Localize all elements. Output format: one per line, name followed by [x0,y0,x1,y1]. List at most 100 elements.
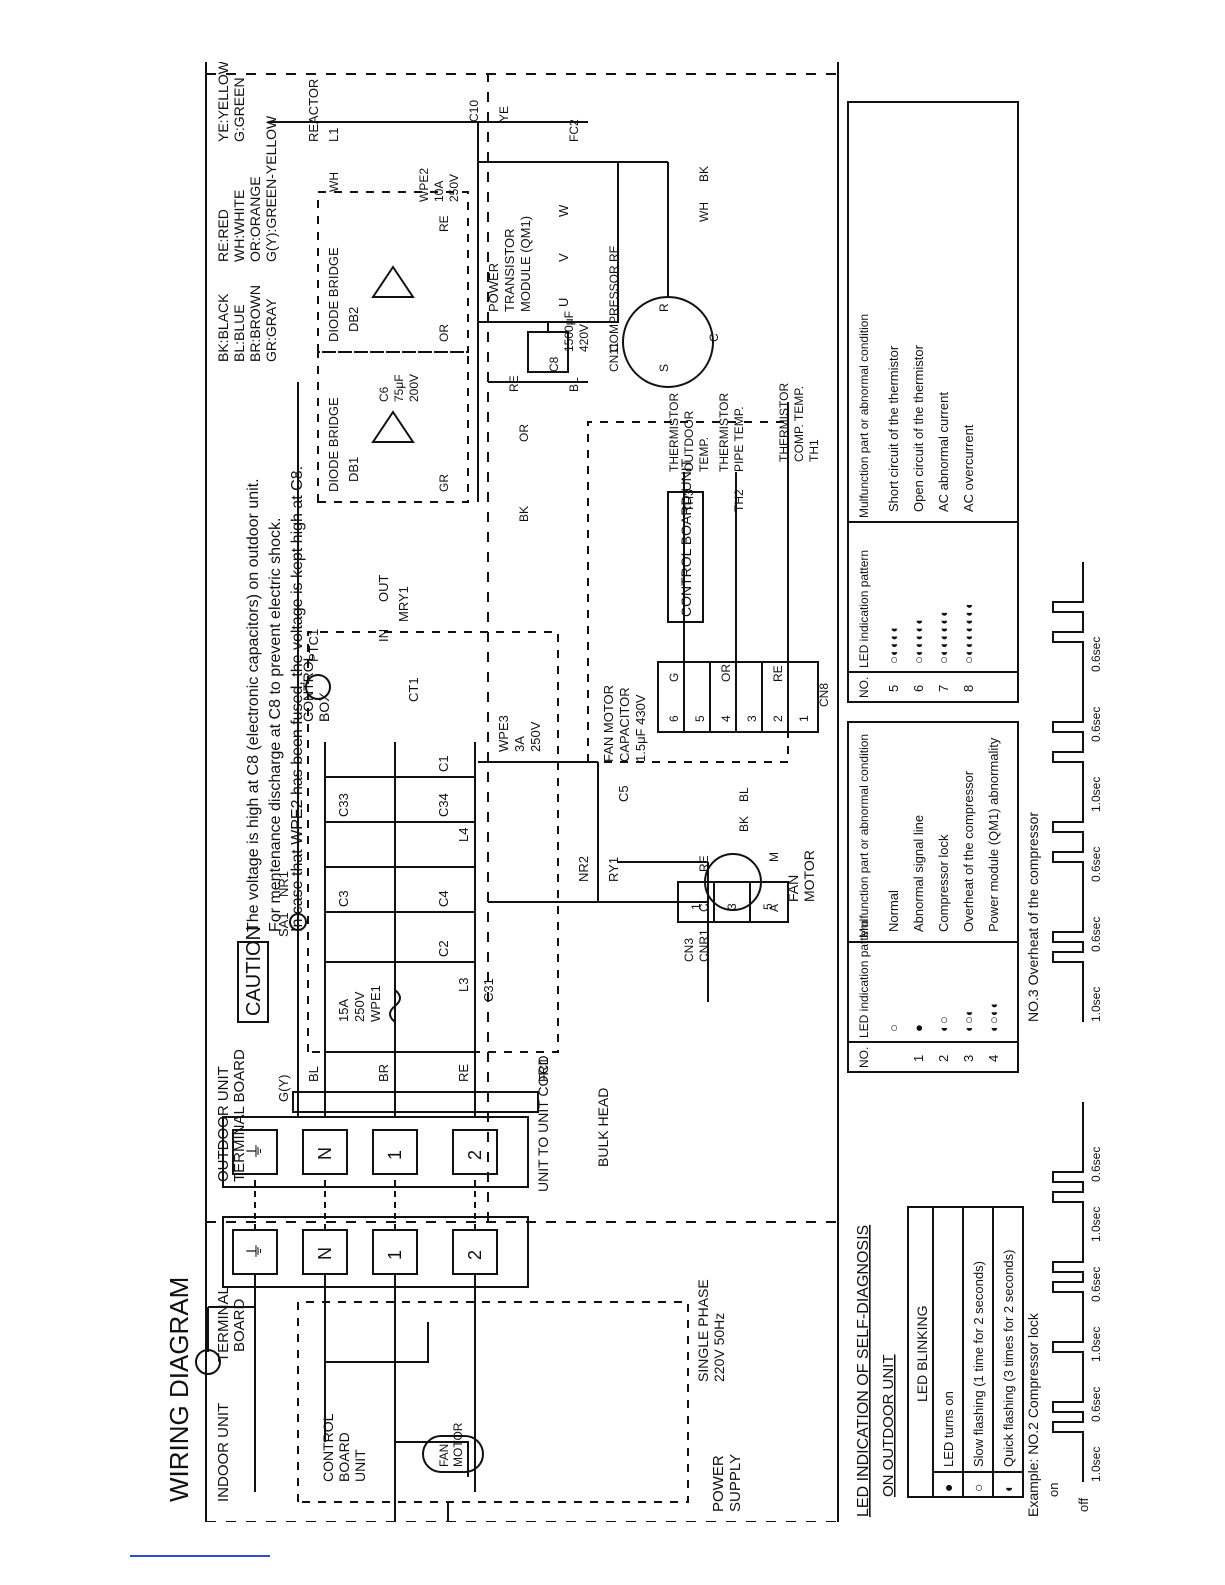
table-left-h0: NO. [857,1047,871,1068]
wire-fc1: FC1 [536,1057,551,1082]
db2-name: DB2 [346,307,361,332]
indoor-terminal-label-2: BOARD [231,1298,248,1352]
control-box-2: BOX [316,692,332,722]
nr2-label: NR2 [576,856,591,882]
legend-1-1: WH:WHITE [231,190,247,262]
cn8-4: 4 [719,715,733,722]
t3-1: 0.6sec [1089,917,1103,952]
control-box-1: CONTROL [300,653,316,722]
db2-wh: WH [327,172,341,192]
cn8-re: RE [771,665,785,682]
legend-1-2: G:GREEN [231,77,247,142]
th1-2: COMP. TEMP. [792,386,806,462]
cn8-label: CN8 [817,683,831,707]
indoor-fan-motor [422,1435,484,1473]
cn3-pin3: 3 [725,903,739,910]
fc1-ferrite [292,1091,539,1113]
row-l0-cond: Normal [886,890,901,932]
comp-c: C [707,333,721,342]
t2-1: 0.6sec [1089,1387,1103,1422]
cap-c33: C33 [336,793,351,817]
wpe2-3: 250V [447,174,461,202]
db1-or: OR [517,424,531,442]
cn8-2: 2 [771,715,785,722]
cn8-3: 3 [745,715,759,722]
db1-diode [371,410,415,443]
c8-1: C8 [547,356,561,372]
cnr1-label: CNR1 [697,929,711,962]
cn3-c: C [697,903,711,912]
example-no3: NO.3 Overheat of the compressor [1025,812,1041,1022]
led-legend-txt-1: LED turns on [941,1391,956,1467]
compressor-label: COMPRESSOR [607,265,621,352]
row-r0-cond: Short circuit of the thermistor [886,345,901,512]
reactor-2: L1 [326,128,341,142]
ye-label: YE [497,106,511,122]
indoor-fan-1: FAN [437,1444,451,1467]
caution-line-1: The voltage is high at C8 (electronic ca… [245,478,262,932]
comp-bk: BK [697,166,711,182]
wpe3-1: WPE3 [496,715,511,752]
comp-wh: WH [697,202,711,222]
c8-re: RE [507,375,521,392]
indoor-t-3: 2 [465,1250,485,1260]
coil-l4: L4 [456,828,471,842]
sa1-symbol [289,913,307,931]
c8-3: 420V [577,324,591,352]
cn3-bl: BL [737,787,751,802]
caution-line-3: In case that WPE2 has been fused, the vo… [289,466,306,932]
table-right-h2: Mulfunction part or abnormal condition [857,314,871,518]
c8-2: 1500μF [562,311,576,352]
row-r0-pat: ○◐◐◐◐ [886,625,901,664]
indoor-control-1: CONTROL [320,1413,336,1482]
control-board-unit-label-box [667,491,704,623]
outdoor-terminal-board [222,1116,529,1188]
db2-diode [371,265,415,298]
th2-3: TH2 [732,489,746,512]
t3-0: 1.0sec [1089,987,1103,1022]
cn3-pin5: 5 [761,903,775,910]
legend-2-0: BR:BROWN [247,285,263,362]
fan-cap-2: CAPACITOR [617,687,632,762]
row-l3-no: 3 [961,1055,976,1062]
row-r3-cond: AC overcurrent [961,424,976,512]
t2-2: 1.0sec [1089,1327,1103,1362]
row-r1-cond: Open circuit of the thermistor [911,344,926,512]
table-left-h2: Mulfunction part or abnormal condition [857,734,871,938]
cn3-bk: BK [737,816,751,832]
legend-3-0: GR:GRAY [263,298,279,362]
row-l4-cond: Power module (QM1) abnormality [986,737,1001,932]
cn8-g: G [667,673,681,682]
reactor-1: REACTOR [306,79,321,142]
table-left-h1: LED indication pattern [857,920,871,1038]
legend-0-2: YE:YELLOW [215,62,231,142]
diagram-title: WIRING DIAGRAM [164,1277,194,1502]
c8-bl: BL [567,377,581,392]
wire-gy: G(Y) [276,1075,291,1102]
ct1-label: CT1 [406,677,421,702]
t3-4: 0.6sec [1089,707,1103,742]
wiring-diagram: WIRING DIAGRAM CAUTION The voltage is hi… [164,62,1103,1522]
t2-4: 1.0sec [1089,1207,1103,1242]
row-l2-cond: Compressor lock [936,834,951,932]
qm1-v: V [556,253,571,262]
row-r1-no: 6 [911,685,926,692]
cap-c34: C34 [436,793,451,817]
row-r3-no: 8 [961,685,976,692]
timing-off: off [1076,1497,1091,1512]
row-r2-pat: ○◐◐◐◐◐◐ [936,609,951,664]
control-board-box [297,1301,689,1503]
comp-r: R [657,303,671,312]
outdoor-t-0: ⏚ [245,1142,265,1160]
legend-0-0: BK:BLACK [215,293,231,362]
cn11-label: CN11 [607,342,621,372]
row-r2-no: 7 [936,685,951,692]
example-no2: Example: NO.2 Compressor lock [1025,1312,1041,1517]
t3-5: 0.6sec [1089,637,1103,672]
comp-s: S [657,364,671,372]
cn8-6: 6 [667,715,681,722]
cn3-re: RE [697,855,711,872]
row-l1-cond: Abnormal signal line [911,815,926,932]
wpe2-2: 10A [432,181,446,202]
